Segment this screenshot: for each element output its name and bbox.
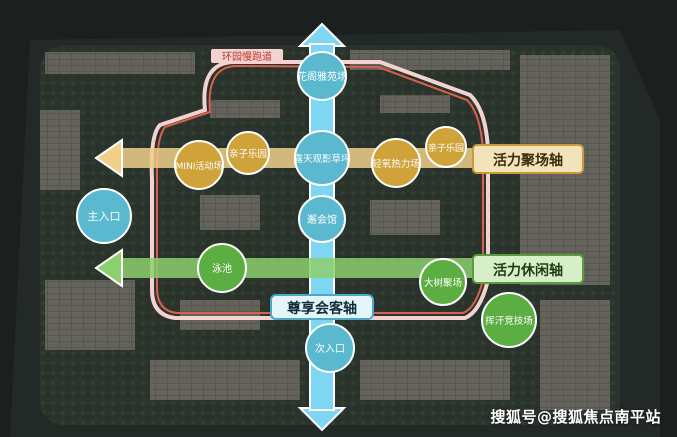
guest-axis-label: 尊享会客轴 [287, 300, 357, 317]
node-secondary-entrance: 次入口 [305, 323, 355, 373]
node-kids-park: 亲子乐园 [425, 126, 467, 168]
leisure-axis-label: 活力休闲轴 [493, 262, 563, 279]
node-mini-activity-area: MINI活动场 [174, 140, 224, 190]
watermark: 搜狐号@搜狐焦点南平站 [490, 408, 661, 426]
running-track-tag [211, 49, 283, 63]
svg-text:MINI活动场: MINI活动场 [176, 160, 223, 172]
svg-text:亲子乐园: 亲子乐园 [428, 142, 464, 154]
node-flower-gallery-plaza: 花阁雅苑场 [297, 51, 347, 101]
node-main-entrance: 主入口 [76, 188, 132, 244]
svg-text:邂会馆: 邂会馆 [307, 213, 337, 226]
svg-text:次入口: 次入口 [315, 342, 345, 355]
running-track-inner [155, 64, 484, 314]
svg-text:露天观影草坪: 露天观影草坪 [293, 153, 351, 165]
building-blocks [40, 50, 610, 410]
node-pool: 泳池 [197, 243, 247, 293]
svg-text:挥汗竞技场: 挥汗竞技场 [485, 315, 533, 327]
running-track-outer [149, 60, 490, 320]
node-clubhouse: 邂会馆 [298, 195, 346, 243]
running-track-label: 环园慢跑道 [222, 50, 272, 63]
guest-axis-tag [270, 294, 374, 320]
node-oxygen-fitness: 轻氧热力场 [371, 138, 421, 188]
node-sweat-sports: 挥汗竞技场 [481, 292, 537, 348]
gathering-axis-label: 活力聚场轴 [493, 152, 563, 169]
node-family-zone: 亲子乐园 [226, 131, 270, 175]
svg-text:亲子乐园: 亲子乐园 [229, 148, 267, 160]
svg-text:主入口: 主入口 [88, 210, 121, 223]
node-big-tree-plaza: 大树聚场 [419, 258, 467, 306]
svg-text:大树聚场: 大树聚场 [424, 277, 462, 289]
svg-text:花阁雅苑场: 花阁雅苑场 [297, 70, 347, 83]
svg-text:泳池: 泳池 [212, 262, 232, 275]
node-open-air-lawn: 露天观影草坪 [293, 130, 351, 186]
svg-text:轻氧热力场: 轻氧热力场 [372, 158, 420, 170]
